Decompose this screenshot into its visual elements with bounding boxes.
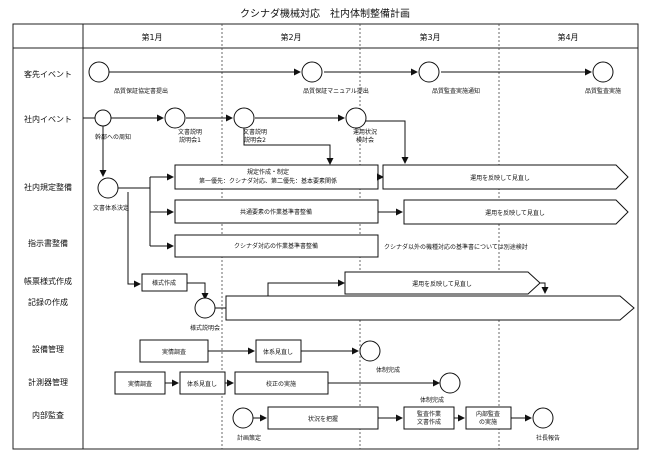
node-label: 文書体系決定 <box>93 204 129 212</box>
flow-arrow <box>187 282 209 300</box>
node-label: 文書説明説明会2 <box>243 128 267 144</box>
task-arrow-rule-revise <box>382 164 629 190</box>
event-node <box>532 407 554 429</box>
row-label: 帳票様式作成 <box>24 276 72 286</box>
node-label: 体制完成 <box>376 366 400 374</box>
task-arrow-common-revise <box>403 199 629 225</box>
flow-arrow <box>366 120 409 164</box>
node-label: 幹部への周知 <box>95 133 131 141</box>
row-label: 指示書整備 <box>28 238 68 248</box>
task-label: 実情調査 <box>128 380 152 388</box>
event-node <box>345 107 367 129</box>
event-node <box>232 407 254 429</box>
event-node <box>94 109 112 127</box>
row-label: 計測器管理 <box>28 377 68 387</box>
event-node <box>194 297 216 319</box>
month-header: 第4月 <box>557 32 578 42</box>
node-label: 体制完成 <box>420 396 444 404</box>
row-label: 客先イベント <box>24 69 72 79</box>
flow-arrow <box>267 279 345 296</box>
task-label: 運用を反映して見直し <box>485 209 545 217</box>
task-label: 実情調査 <box>162 348 186 356</box>
event-node <box>301 61 323 83</box>
task-arrow-form-revise <box>344 271 541 295</box>
month-header: 第3月 <box>419 32 440 42</box>
task-label: 体系見直し <box>187 380 217 388</box>
task-label: 運用を反映して見直し <box>470 174 530 182</box>
flow-arrow <box>243 128 334 165</box>
event-node <box>418 61 440 83</box>
node-label: 運用状況検討会 <box>353 128 377 144</box>
event-node <box>592 61 614 83</box>
row-label: 記録の作成 <box>28 297 68 307</box>
node-label: 社長報告 <box>536 434 560 442</box>
task-arrow-records <box>225 295 635 321</box>
row-label: 社内規定整備 <box>24 182 72 192</box>
task-label: 規定作成・制定第一優先：クシナダ対応、第二優先：基本要素関係 <box>199 168 337 185</box>
node-label: 計画策定 <box>237 434 261 442</box>
flow-arrow <box>127 192 141 288</box>
node-label: 品質保証協定書提出 <box>114 87 168 95</box>
event-node <box>97 177 119 199</box>
node-label: 文書説明説明会1 <box>178 128 202 144</box>
node-label: 品質保証マニュアル提出 <box>303 87 369 95</box>
flow-arrow <box>540 282 549 294</box>
row-label: 設備管理 <box>32 344 64 354</box>
node-label: 品質監査実施 <box>585 87 621 95</box>
task-label: 運用を反映して見直し <box>412 280 472 288</box>
task-label: 校正の実施 <box>266 380 296 388</box>
page-title: クシナダ機械対応 社内体制整備計画 <box>240 7 410 20</box>
node-label: 品質監査実施通知 <box>432 87 480 95</box>
task-label: 様式作成 <box>152 279 176 287</box>
row-label: 内部監査 <box>32 410 64 420</box>
task-label: 共通要素の作業基準書整備 <box>240 208 312 216</box>
event-node <box>359 340 381 362</box>
month-header: 第2月 <box>280 32 301 42</box>
task-label: 状況を把握 <box>308 415 338 423</box>
task-label: 内部監査の実施 <box>476 410 500 426</box>
task-note: クシナダ以外の機種対応の基準書については別途検討 <box>384 243 528 251</box>
task-label: 監査作業文書作成 <box>417 410 441 426</box>
event-node <box>88 61 110 83</box>
event-node <box>164 107 186 129</box>
node-label: 様式説明会 <box>190 324 220 332</box>
diagram-frame <box>12 23 639 450</box>
task-label: クシナダ対応の作業基準書整備 <box>234 242 318 250</box>
event-node <box>439 372 461 394</box>
month-header: 第1月 <box>141 32 162 42</box>
task-label: 体系見直し <box>263 348 293 356</box>
event-node <box>233 107 255 129</box>
task-box-kushinada-std <box>174 234 379 258</box>
row-label: 社内イベント <box>24 114 72 124</box>
